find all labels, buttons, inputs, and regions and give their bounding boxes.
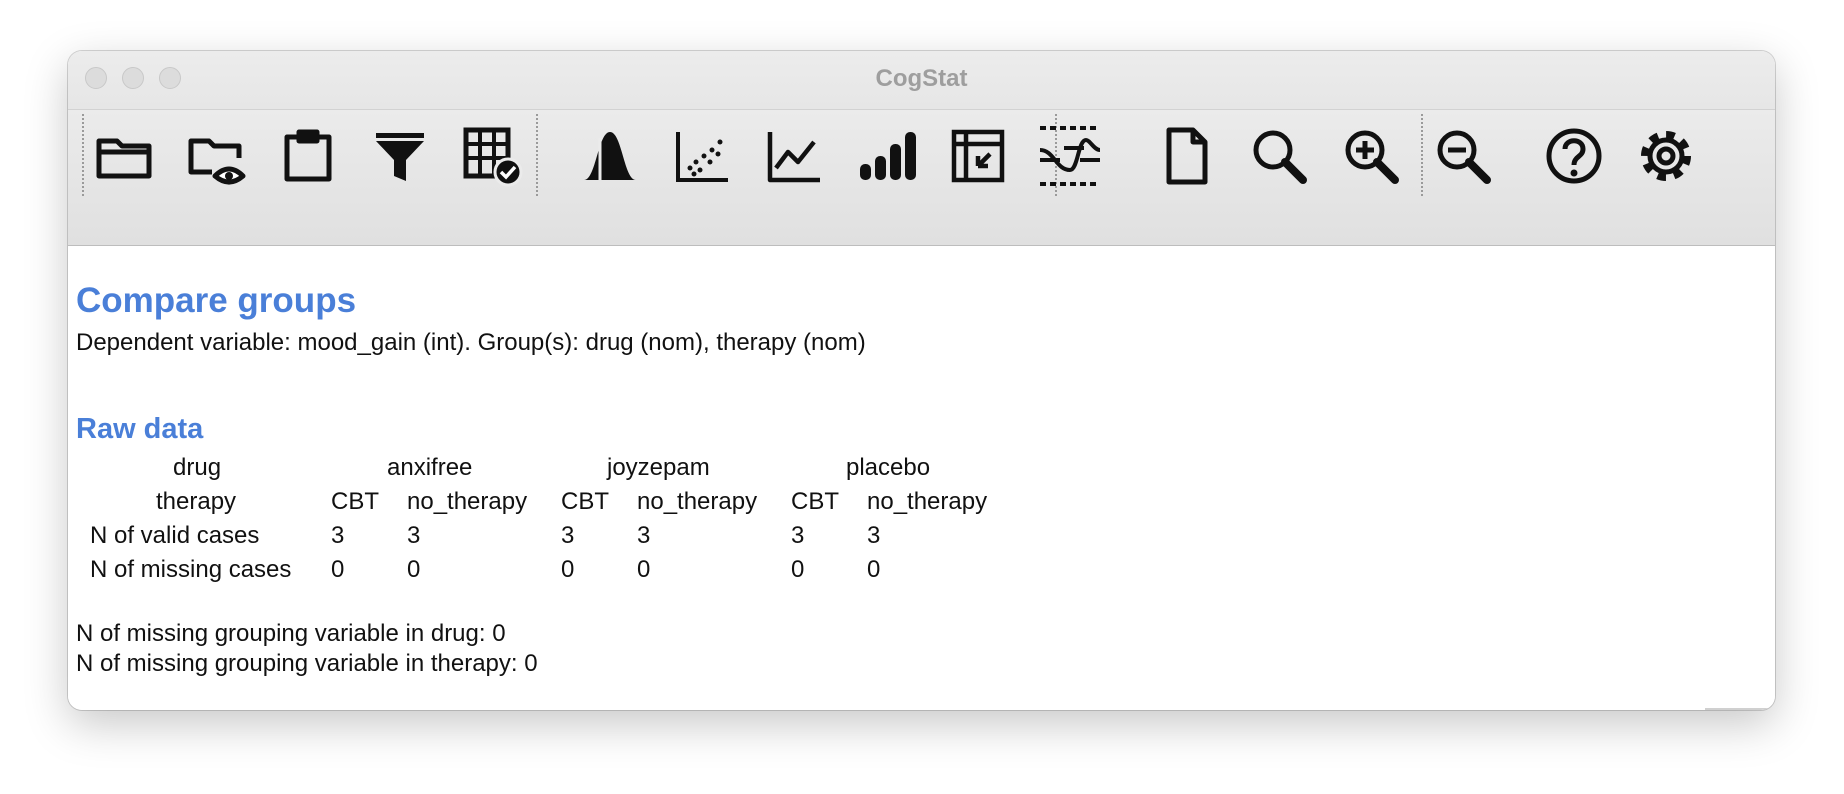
view-data-button[interactable] [184, 124, 248, 188]
open-data-button[interactable] [92, 124, 156, 188]
compare-variables-button[interactable] [762, 124, 826, 188]
help-icon [1546, 128, 1602, 184]
filter-icon [376, 133, 424, 181]
therapy-level-header: CBT [331, 488, 379, 515]
drug-level-header: joyzepam [607, 454, 710, 481]
therapy-level-header: no_therapy [637, 488, 758, 515]
table-cell: 0 [867, 556, 881, 583]
toolbar-separator [536, 114, 538, 196]
scatter-plot-icon [676, 132, 728, 182]
toolbar-grip [82, 114, 84, 196]
therapy-level-header: CBT [561, 488, 609, 515]
results-pane: Compare groups Dependent variable: mood_… [68, 246, 1775, 710]
title-bar: CogStat [68, 51, 1775, 110]
open-folder-icon [96, 138, 152, 179]
therapy-level-header: no_therapy [407, 488, 528, 515]
table-cell: 0 [407, 556, 421, 583]
drug-header: drug [173, 454, 222, 481]
line-chart-icon [767, 132, 820, 183]
help-button[interactable] [1542, 124, 1606, 188]
drug-level-header: anxifree [387, 454, 473, 481]
table-cell: 3 [637, 522, 651, 549]
table-cell: 0 [331, 556, 345, 583]
clipboard-icon [284, 129, 332, 182]
toolbar-separator [1055, 114, 1057, 196]
missing-therapy-note: N of missing grouping variable in therap… [76, 650, 538, 677]
table-cell: 3 [407, 522, 421, 549]
analysis-description: Dependent variable: mood_gain (int). Gro… [76, 329, 866, 356]
behavioral-data-button[interactable] [1038, 124, 1102, 188]
find-icon [1253, 130, 1307, 184]
analysis-heading: Compare groups [76, 281, 357, 320]
find-button[interactable] [1247, 124, 1311, 188]
maximize-window-button[interactable] [159, 67, 181, 89]
toolbar [68, 110, 1775, 246]
bar-chart-icon [860, 132, 916, 180]
close-window-button[interactable] [85, 67, 107, 89]
explore-relation-button[interactable] [670, 124, 734, 188]
missing-cases-label: N of missing cases [90, 556, 292, 583]
compare-groups-button[interactable] [854, 124, 918, 188]
table-cell: 3 [867, 522, 881, 549]
valid-cases-label: N of valid cases [90, 522, 260, 549]
table-cell: 0 [637, 556, 651, 583]
behavioral-data-icon [1039, 126, 1101, 186]
filter-button[interactable] [368, 124, 432, 188]
distribution-icon [584, 132, 636, 180]
window-title: CogStat [875, 65, 968, 92]
data-grid-check-icon [463, 127, 523, 187]
raw-data-heading: Raw data [76, 413, 204, 445]
new-file-icon [1166, 127, 1208, 185]
therapy-header: therapy [156, 488, 237, 515]
app-window: CogStat [68, 51, 1775, 710]
missing-drug-note: N of missing grouping variable in drug: … [76, 620, 506, 647]
paste-data-button[interactable] [276, 124, 340, 188]
table-cell: 3 [561, 522, 575, 549]
reliability-table-icon [951, 129, 1005, 183]
zoom-out-icon [1437, 130, 1491, 184]
table-cell: 3 [791, 522, 805, 549]
settings-icon [1641, 131, 1691, 181]
explore-variable-button[interactable] [578, 124, 642, 188]
zoom-in-icon [1345, 130, 1399, 184]
minimize-window-button[interactable] [122, 67, 144, 89]
therapy-level-header: no_therapy [867, 488, 988, 515]
settings-button[interactable] [1634, 124, 1698, 188]
table-cell: 3 [331, 522, 345, 549]
resize-grip[interactable] [1705, 708, 1775, 710]
view-data-icon [188, 138, 246, 185]
zoom-out-button[interactable] [1431, 124, 1495, 188]
reliability-button[interactable] [946, 124, 1010, 188]
toolbar-separator [1421, 114, 1423, 196]
table-cell: 0 [791, 556, 805, 583]
clear-results-button[interactable] [1155, 124, 1219, 188]
therapy-level-header: CBT [791, 488, 839, 515]
table-cell: 0 [561, 556, 575, 583]
drug-level-header: placebo [846, 454, 931, 481]
reload-data-button[interactable] [460, 124, 524, 188]
zoom-in-button[interactable] [1339, 124, 1403, 188]
